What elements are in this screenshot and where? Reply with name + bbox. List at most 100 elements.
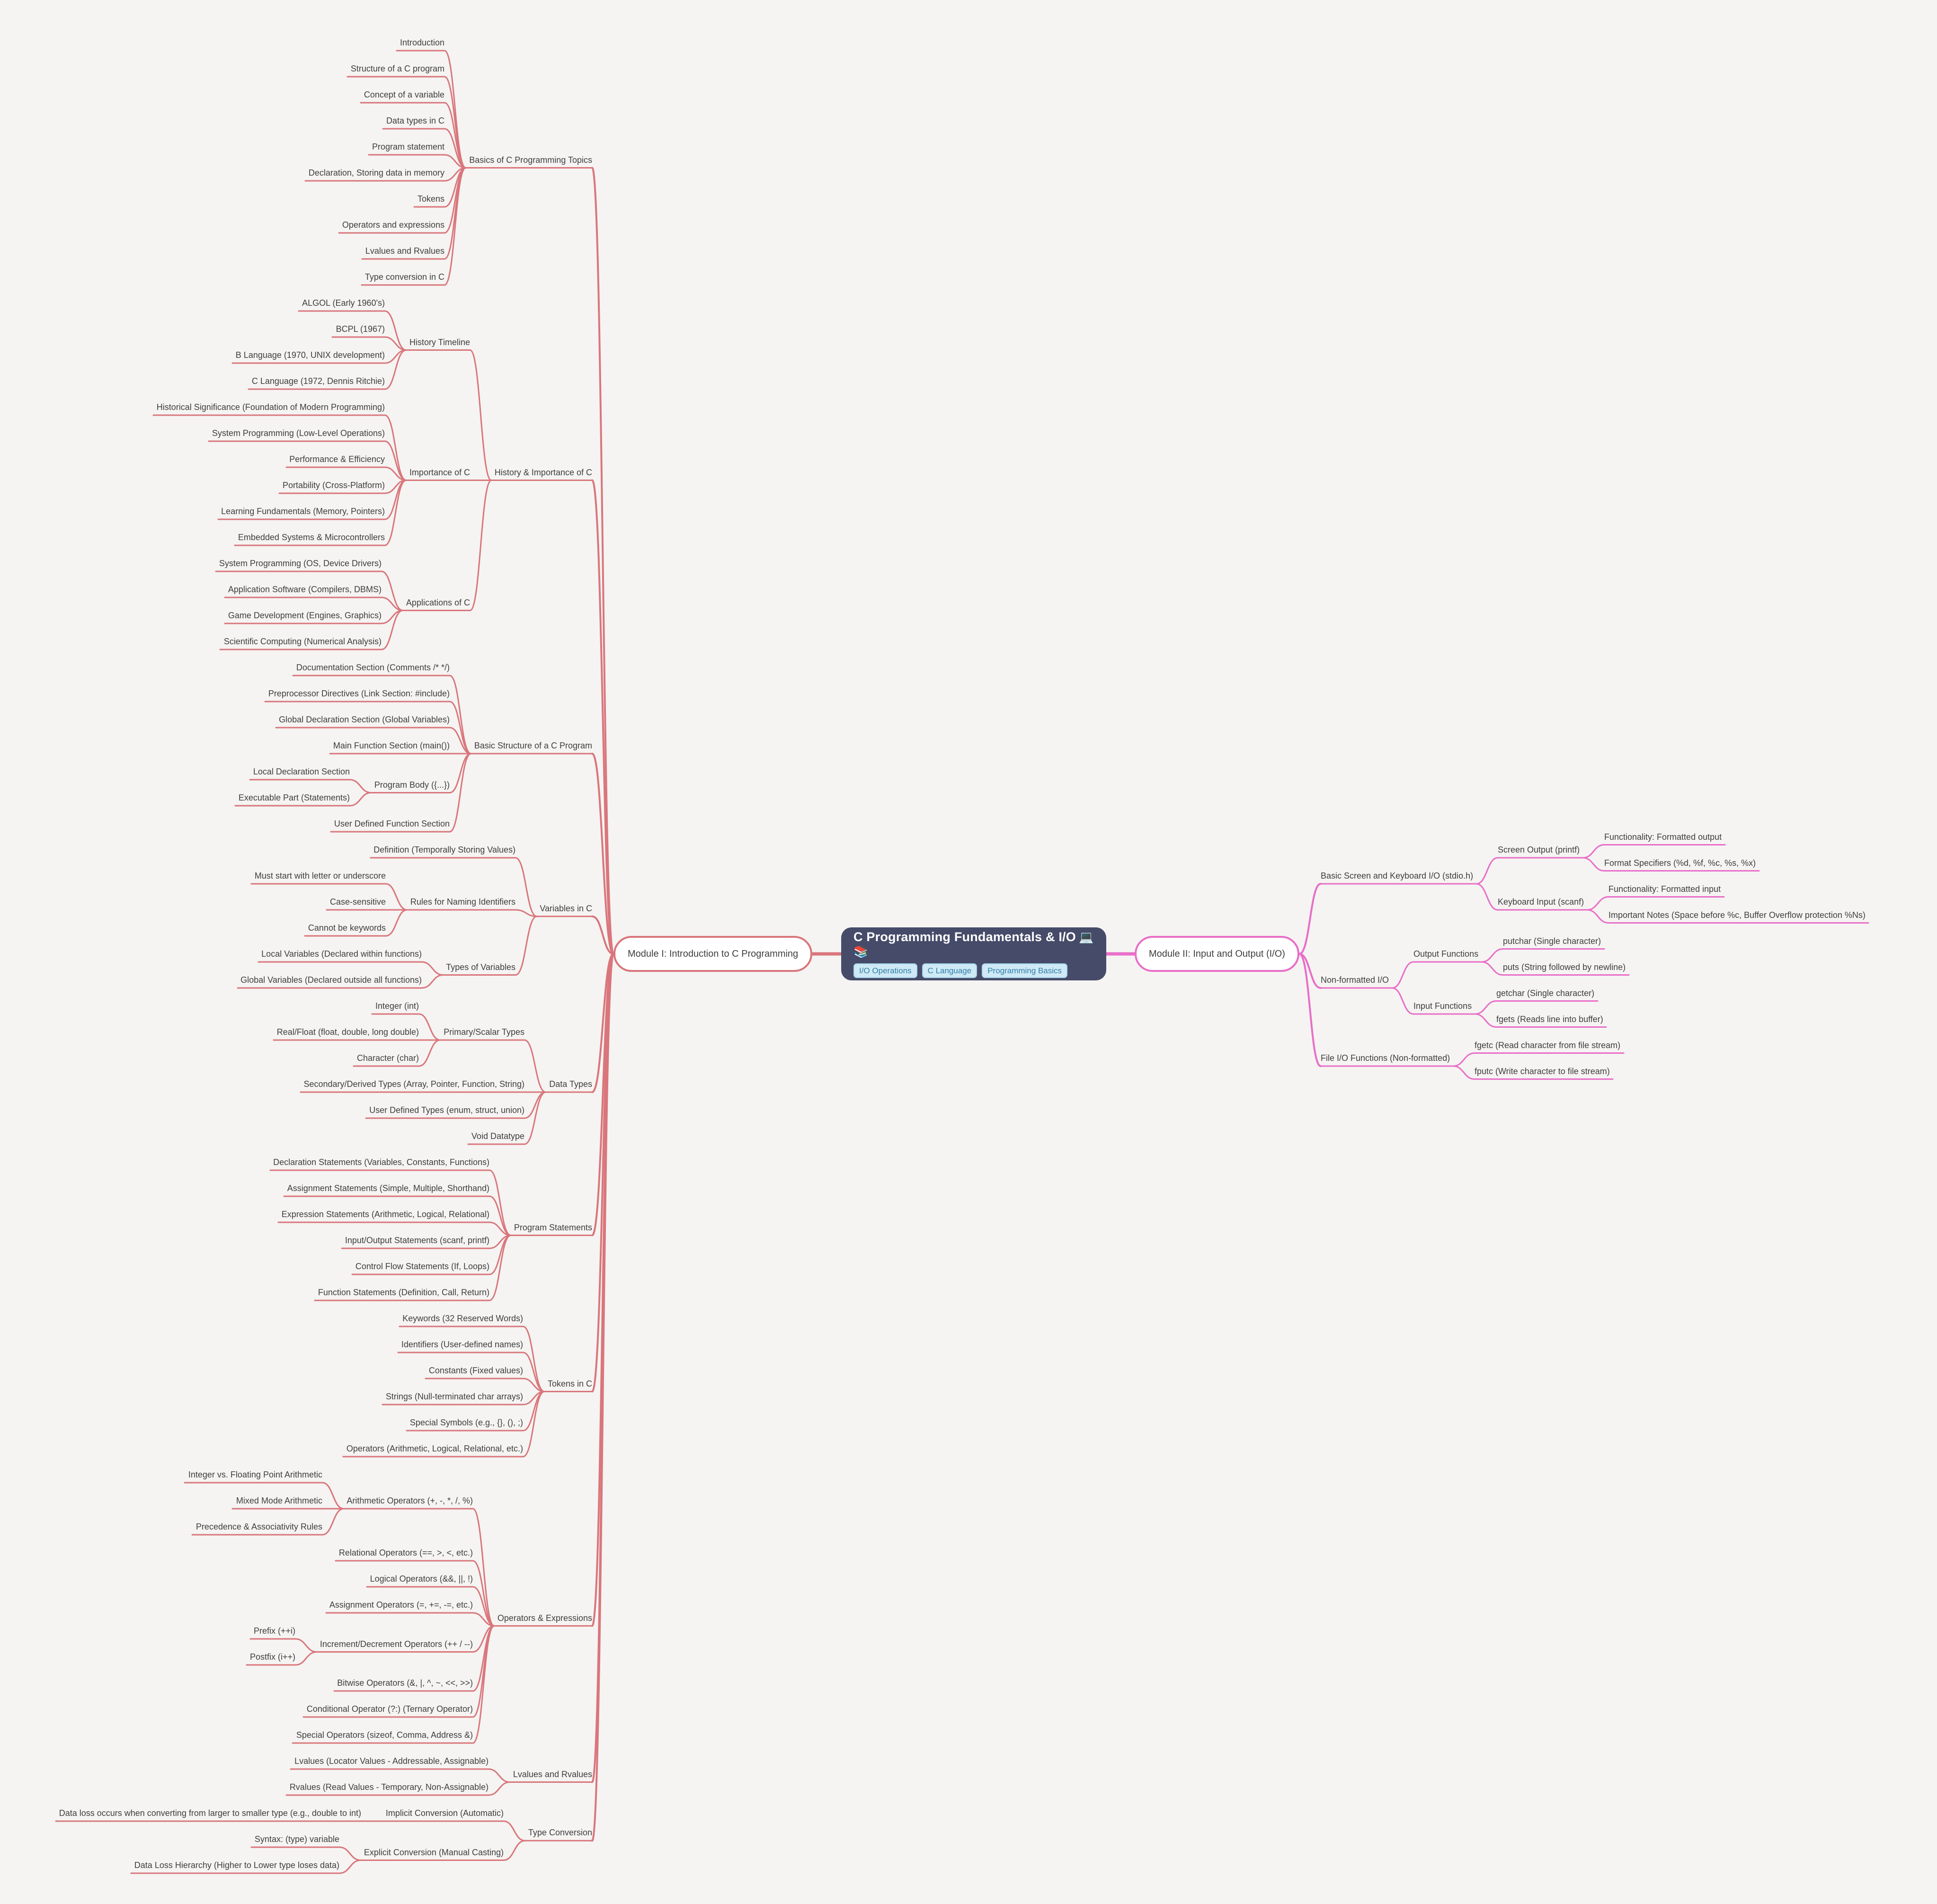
mindmap-node[interactable]: Assignment Operators (=, +=, -=, etc.) [329, 1600, 473, 1610]
mindmap-node[interactable]: History & Importance of C [494, 467, 592, 477]
central-topic-node[interactable]: C Programming Fundamentals & I/O💻📚 I/O O… [841, 927, 1106, 980]
mindmap-node[interactable]: Function Statements (Definition, Call, R… [318, 1288, 489, 1297]
mindmap-node[interactable]: Program Body ({...}) [374, 780, 450, 790]
mindmap-node[interactable]: Operators (Arithmetic, Logical, Relation… [346, 1444, 523, 1453]
mindmap-node[interactable]: Embedded Systems & Microcontrollers [238, 533, 385, 542]
mindmap-node[interactable]: Integer vs. Floating Point Arithmetic [188, 1470, 322, 1479]
mindmap-node[interactable]: Executable Part (Statements) [238, 793, 350, 802]
mindmap-node[interactable]: Control Flow Statements (If, Loops) [355, 1262, 489, 1271]
mindmap-node[interactable]: User Defined Types (enum, struct, union) [369, 1105, 524, 1115]
mindmap-node[interactable]: Must start with letter or underscore [254, 871, 386, 881]
mindmap-node[interactable]: Special Symbols (e.g., {}, (), ;) [409, 1418, 523, 1427]
mindmap-node[interactable]: Keyboard Input (scanf) [1498, 897, 1584, 907]
mindmap-node[interactable]: Data Types [549, 1079, 592, 1089]
mindmap-node[interactable]: Postfix (i++) [249, 1652, 295, 1662]
mindmap-node[interactable]: Variables in C [540, 903, 592, 913]
mindmap-node[interactable]: Importance of C [409, 467, 470, 477]
mindmap-node[interactable]: Performance & Efficiency [289, 454, 385, 464]
mindmap-node[interactable]: Basic Structure of a C Program [474, 741, 592, 750]
mindmap-node[interactable]: Data loss occurs when converting from la… [59, 1808, 361, 1818]
mindmap-node[interactable]: Constants (Fixed values) [428, 1366, 523, 1375]
tag-c-language[interactable]: C Language [922, 963, 977, 978]
mindmap-node[interactable]: Integer (int) [375, 1001, 419, 1011]
mindmap-node[interactable]: System Programming (OS, Device Drivers) [219, 559, 382, 568]
mindmap-node[interactable]: Logical Operators (&&, ||, !) [370, 1574, 473, 1584]
mindmap-node[interactable]: fputc (Write character to file stream) [1475, 1066, 1610, 1076]
mindmap-node[interactable]: Applications of C [406, 597, 470, 607]
mindmap-node[interactable]: getchar (Single character) [1496, 988, 1595, 998]
mindmap-node[interactable]: Functionality: Formatted input [1608, 884, 1721, 894]
mindmap-node[interactable]: Keywords (32 Reserved Words) [402, 1314, 523, 1323]
mindmap-node[interactable]: Declaration, Storing data in memory [308, 168, 444, 178]
mindmap-node[interactable]: B Language (1970, UNIX development) [235, 350, 385, 360]
mindmap-node[interactable]: Local Declaration Section [253, 767, 350, 776]
mindmap-node[interactable]: Precedence & Associativity Rules [195, 1522, 322, 1531]
mindmap-node[interactable]: Definition (Temporally Storing Values) [373, 845, 515, 854]
mindmap-node[interactable]: Conditional Operator (?:) (Ternary Opera… [306, 1704, 473, 1714]
mindmap-node[interactable]: puts (String followed by newline) [1503, 962, 1626, 972]
mindmap-node[interactable]: Non-formatted I/O [1321, 975, 1389, 985]
mindmap-node[interactable]: User Defined Function Section [334, 819, 450, 828]
mindmap-node[interactable]: System Programming (Low-Level Operations… [212, 428, 385, 438]
mindmap-node[interactable]: Bitwise Operators (&, |, ^, ~, <<, >>) [337, 1678, 473, 1688]
mindmap-node[interactable]: Increment/Decrement Operators (++ / --) [320, 1639, 473, 1649]
mindmap-node[interactable]: Local Variables (Declared within functio… [261, 949, 422, 959]
mindmap-node[interactable]: Implicit Conversion (Automatic) [385, 1808, 504, 1818]
mindmap-node[interactable]: Screen Output (printf) [1498, 845, 1580, 854]
mindmap-node[interactable]: Relational Operators (==, >, <, etc.) [338, 1548, 473, 1557]
mindmap-node[interactable]: Secondary/Derived Types (Array, Pointer,… [303, 1079, 524, 1089]
mindmap-node[interactable]: Void Datatype [471, 1131, 524, 1141]
mindmap-node[interactable]: Program statement [372, 142, 444, 151]
mindmap-node[interactable]: Explicit Conversion (Manual Casting) [364, 1847, 504, 1857]
mindmap-node[interactable]: Syntax: (type) variable [254, 1834, 339, 1844]
mindmap-node[interactable]: Introduction [400, 38, 444, 47]
mindmap-node[interactable]: Basic Screen and Keyboard I/O (stdio.h) [1321, 871, 1474, 881]
mindmap-node[interactable]: Cannot be keywords [308, 923, 386, 933]
mindmap-node[interactable]: Application Software (Compilers, DBMS) [228, 585, 382, 594]
mindmap-node[interactable]: fgetc (Read character from file stream) [1475, 1040, 1621, 1050]
mindmap-node[interactable]: Assignment Statements (Simple, Multiple,… [287, 1183, 489, 1193]
mindmap-node[interactable]: Arithmetic Operators (+, -, *, /, %) [347, 1496, 473, 1505]
mindmap-node[interactable]: Functionality: Formatted output [1604, 832, 1722, 842]
mindmap-node[interactable]: Basics of C Programming Topics [469, 155, 592, 165]
mindmap-node[interactable]: Global Variables (Declared outside all f… [240, 975, 422, 985]
mindmap-node[interactable]: Data types in C [386, 116, 444, 125]
module-2-node[interactable]: Module II: Input and Output (I/O) [1135, 936, 1299, 972]
mindmap-node[interactable]: Mixed Mode Arithmetic [236, 1496, 322, 1505]
mindmap-node[interactable]: Structure of a C program [350, 64, 444, 73]
mindmap-node[interactable]: Preprocessor Directives (Link Section: #… [268, 689, 450, 698]
mindmap-node[interactable]: Tokens [417, 194, 444, 204]
mindmap-node[interactable]: Documentation Section (Comments /* */) [296, 663, 450, 672]
mindmap-node[interactable]: Game Development (Engines, Graphics) [228, 611, 382, 620]
mindmap-node[interactable]: File I/O Functions (Non-formatted) [1321, 1053, 1450, 1063]
mindmap-node[interactable]: Character (char) [356, 1053, 419, 1063]
mindmap-node[interactable]: Real/Float (float, double, long double) [276, 1027, 419, 1037]
mindmap-node[interactable]: Case-sensitive [329, 897, 386, 907]
mindmap-node[interactable]: Learning Fundamentals (Memory, Pointers) [221, 507, 385, 516]
module-1-node[interactable]: Module I: Introduction to C Programming [613, 936, 813, 972]
mindmap-node[interactable]: Types of Variables [446, 962, 515, 972]
mindmap-node[interactable]: Program Statements [514, 1222, 592, 1232]
tag-io-operations[interactable]: I/O Operations [853, 963, 917, 978]
mindmap-node[interactable]: fgets (Reads line into buffer) [1496, 1014, 1603, 1024]
mindmap-node[interactable]: Lvalues (Locator Values - Addressable, A… [294, 1756, 489, 1766]
mindmap-node[interactable]: Historical Significance (Foundation of M… [156, 402, 385, 412]
mindmap-node[interactable]: Expression Statements (Arithmetic, Logic… [281, 1210, 489, 1219]
mindmap-node[interactable]: Rvalues (Read Values - Temporary, Non-As… [289, 1782, 489, 1792]
mindmap-node[interactable]: Identifiers (User-defined names) [401, 1340, 523, 1349]
mindmap-node[interactable]: Global Declaration Section (Global Varia… [279, 715, 450, 724]
mindmap-node[interactable]: Type conversion in C [364, 272, 444, 282]
mindmap-node[interactable]: Main Function Section (main()) [333, 741, 450, 750]
mindmap-node[interactable]: putchar (Single character) [1503, 936, 1601, 946]
mindmap-node[interactable]: Declaration Statements (Variables, Const… [273, 1157, 489, 1167]
mindmap-node[interactable]: Portability (Cross-Platform) [282, 480, 385, 490]
mindmap-node[interactable]: Primary/Scalar Types [444, 1027, 524, 1037]
mindmap-node[interactable]: Input Functions [1413, 1001, 1472, 1011]
mindmap-node[interactable]: Lvalues and Rvalues [365, 246, 444, 256]
mindmap-node[interactable]: Tokens in C [547, 1379, 592, 1388]
mindmap-node[interactable]: BCPL (1967) [336, 324, 385, 334]
mindmap-node[interactable]: Type Conversion [528, 1828, 592, 1838]
mindmap-node[interactable]: History Timeline [409, 337, 470, 347]
mindmap-node[interactable]: Operators and expressions [342, 220, 444, 230]
mindmap-node[interactable]: Scientific Computing (Numerical Analysis… [223, 637, 382, 646]
